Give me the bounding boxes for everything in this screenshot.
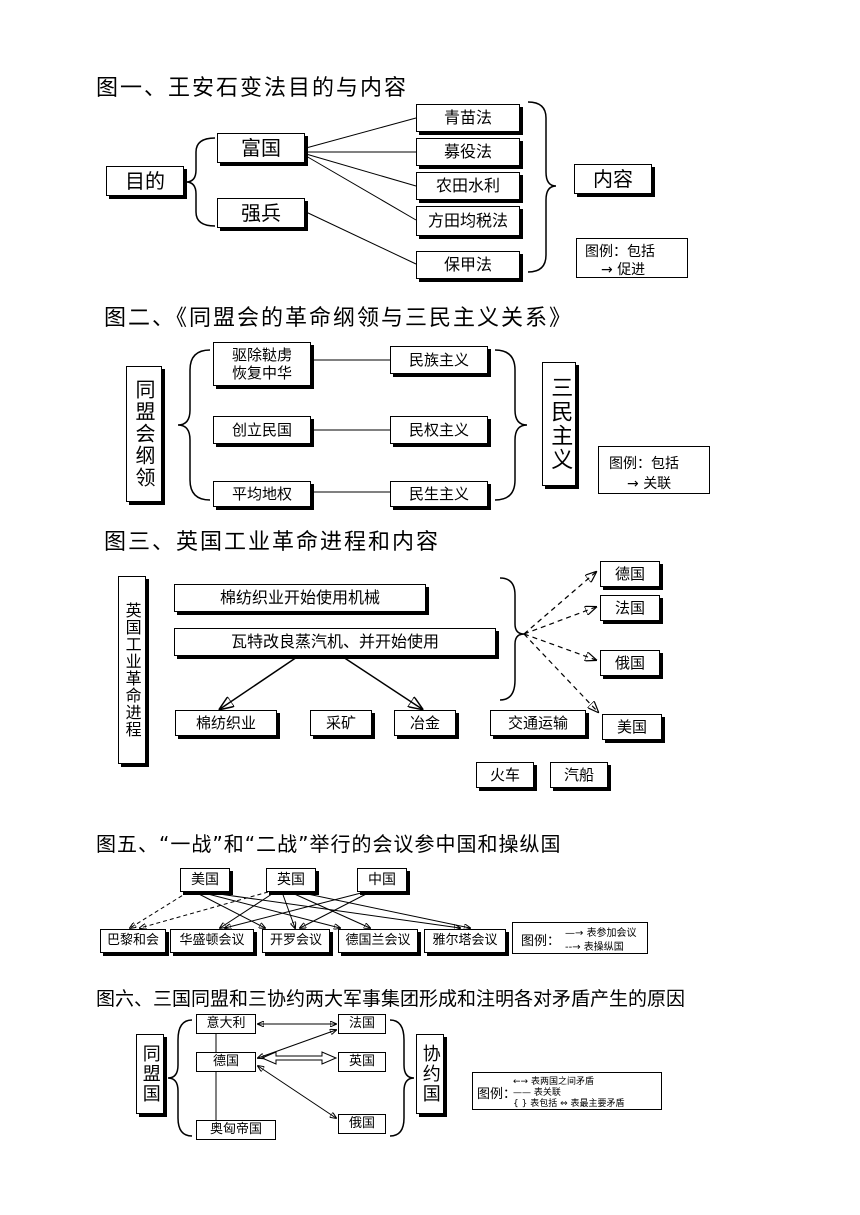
- fig2-program-1: 驱除鞑虏 恢复中华: [213, 342, 311, 386]
- fig1-legend-promote: 促进: [617, 262, 646, 278]
- fig3-title: 图三、英国工业革命进程和内容: [104, 530, 441, 555]
- fig3-industry-cotton: 棉纺织业: [175, 710, 277, 736]
- fig6-russia: 俄国: [338, 1114, 386, 1134]
- hollow-double-arrow-icon: ⇔: [557, 1099, 571, 1109]
- double-arrow-icon: ←→: [513, 1077, 531, 1087]
- fig5-title: 图五、“一战”和“二战”举行的会议参中国和操纵国: [96, 832, 562, 856]
- fig5-legend-control: 表操纵国: [583, 942, 624, 953]
- fig1-goal-rich-country: 富国: [217, 133, 305, 163]
- fig3-transport-steamship: 汽船: [550, 762, 608, 788]
- fig1-measure-baojia: 保甲法: [416, 251, 520, 279]
- fig2-legend: 图例：包括 → 关联: [598, 446, 710, 494]
- fig6-entente-label: 协约国: [416, 1034, 444, 1114]
- fig3-left-label: 英国工业革命进程: [118, 576, 146, 764]
- fig3-country-russia: 俄国: [600, 650, 660, 676]
- fig2-legend-relate: 关联: [643, 476, 672, 492]
- fig6-legend-label: 图例：: [477, 1087, 517, 1102]
- fig3-step-1: 棉纺织业开始使用机械: [174, 584, 426, 612]
- fig6-germany: 德国: [196, 1052, 256, 1072]
- fig1-goal-strong-army: 强兵: [217, 198, 305, 228]
- fig1-legend-label: 图例：: [585, 244, 627, 260]
- fig3-step-2: 瓦特改良蒸汽机、并开始使用: [174, 628, 496, 656]
- fig5-legend: 图例： —→ 表参加会议 --→ 表操纵国: [512, 922, 648, 954]
- fig5-conf-tehran: 德国兰会议: [338, 929, 418, 953]
- fig1-measure-muyi: 募役法: [416, 138, 520, 166]
- fig6-legend-relate: 表关联: [533, 1088, 561, 1098]
- dashed-arrow-icon: --→: [565, 942, 584, 953]
- fig2-title: 图二、《同盟会的革命纲领与三民主义关系》: [104, 306, 574, 331]
- fig6-legend: 图例： ←→ 表两国之间矛盾 —— 表关联 { } 表包括 ⇔ 表最主要矛盾: [472, 1072, 662, 1110]
- fig6-alliance-label: 同盟国: [136, 1034, 164, 1114]
- arrow-right-icon: →: [601, 262, 618, 278]
- fig2-legend-include: 包括: [651, 456, 679, 472]
- fig5-conf-yalta: 雅尔塔会议: [424, 929, 506, 953]
- fig1-legend: 图例：包括 → 促进: [576, 238, 688, 278]
- fig1-content-box: 内容: [574, 164, 652, 194]
- fig6-legend-conflict: 表两国之间矛盾: [530, 1077, 594, 1087]
- fig2-program-3: 平均地权: [213, 481, 311, 507]
- fig3-industry-transport: 交通运输: [490, 710, 586, 736]
- fig5-country-uk: 英国: [266, 868, 316, 892]
- fig6-france: 法国: [338, 1014, 386, 1034]
- fig5-conf-paris: 巴黎和会: [100, 929, 166, 953]
- fig1-measure-qingmiao: 青苗法: [416, 104, 520, 132]
- fig2-principle-democracy: 民权主义: [390, 416, 488, 444]
- fig3-country-france: 法国: [600, 595, 660, 621]
- fig3-industry-mining: 采矿: [310, 710, 372, 736]
- fig6-title: 图六、三国同盟和三协约两大军事集团形成和注明各对矛盾产生的原因: [96, 988, 686, 1010]
- fig2-right-label: 三民主义: [542, 362, 576, 486]
- fig6-italy: 意大利: [196, 1014, 256, 1034]
- fig5-country-china: 中国: [357, 868, 407, 892]
- fig6-legend-include: 表包括: [530, 1099, 558, 1109]
- fig2-left-label: 同盟会纲领: [126, 366, 162, 502]
- fig1-measure-nongtian: 农田水利: [416, 172, 520, 200]
- fig3-transport-train: 火车: [476, 762, 534, 788]
- fig5-conf-washington: 华盛顿会议: [170, 929, 254, 953]
- fig5-country-usa: 美国: [180, 868, 230, 892]
- fig1-title: 图一、王安石变法目的与内容: [96, 76, 409, 101]
- fig6-uk: 英国: [338, 1052, 386, 1072]
- bracket-icon: { }: [513, 1099, 531, 1109]
- fig3-country-germany: 德国: [600, 561, 660, 587]
- fig3-country-usa: 美国: [602, 714, 662, 740]
- fig2-principle-nationalism: 民族主义: [390, 346, 488, 374]
- arrow-right-icon: →: [627, 476, 644, 492]
- arrow-right-icon: —→: [565, 928, 587, 939]
- fig2-program-2: 创立民国: [213, 416, 311, 444]
- fig5-legend-attend: 表参加会议: [586, 928, 637, 939]
- fig5-legend-label: 图例：: [521, 934, 561, 949]
- fig1-legend-include: 包括: [627, 244, 655, 260]
- fig1-measure-fangtian: 方田均税法: [416, 206, 520, 236]
- fig1-purpose-box: 目的: [106, 166, 184, 196]
- fig5-conf-cairo: 开罗会议: [262, 929, 330, 953]
- fig6-austria-hungary: 奥匈帝国: [196, 1120, 276, 1140]
- fig2-principle-livelihood: 民生主义: [390, 481, 488, 507]
- fig3-industry-metallurgy: 冶金: [394, 710, 456, 736]
- fig6-legend-main-conflict: 表最主要矛盾: [570, 1099, 625, 1109]
- fig2-legend-label: 图例：: [609, 456, 651, 472]
- line-icon: ——: [513, 1088, 534, 1098]
